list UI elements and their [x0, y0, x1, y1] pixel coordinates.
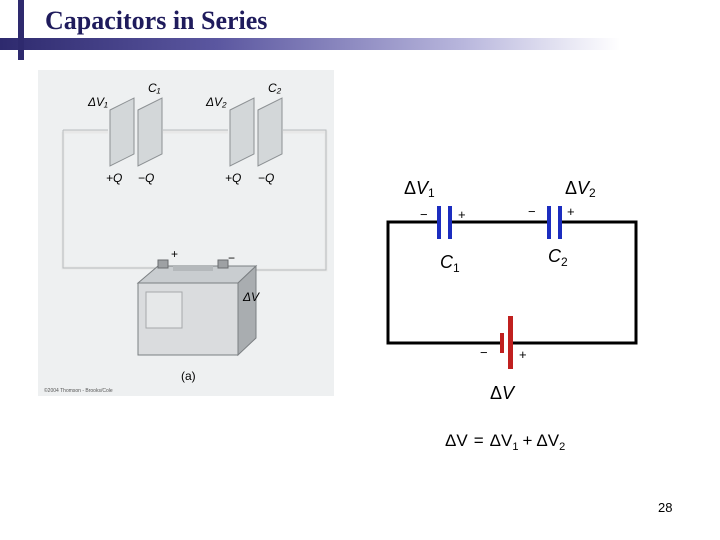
title-accent-bar: [18, 0, 24, 60]
label-dv: ΔV: [490, 383, 516, 403]
equation: ΔV=ΔV1+ΔV2: [445, 431, 565, 453]
figure-label-c1: C₁: [148, 81, 161, 95]
battery: [500, 316, 513, 369]
figure-label-dv1: ΔV₁: [87, 95, 108, 109]
figure-capacitor-c1: [109, 97, 163, 167]
title-underline: [0, 38, 620, 50]
figure-label-plus-q-1: +Q: [106, 171, 122, 185]
figure-label-plus-q-2: +Q: [225, 171, 241, 185]
label-dv1: ΔV1: [404, 178, 435, 200]
figure-battery-plus: +: [171, 247, 178, 261]
page-number: 28: [658, 500, 673, 515]
c1-plus-sign: +: [458, 207, 466, 222]
label-c1: C1: [440, 252, 460, 275]
figure-label-minus-q-1: −Q: [138, 171, 154, 185]
figure-copyright: ©2004 Thomson - Brooks/Cole: [44, 387, 113, 394]
figure-capacitor-c2: [229, 97, 283, 167]
figure-label-minus-q-2: −Q: [258, 171, 274, 185]
label-dv2: ΔV2: [565, 178, 596, 200]
battery-plus-sign: +: [519, 347, 527, 362]
capacitor-c1: [437, 206, 452, 239]
label-c2: C2: [548, 246, 568, 269]
c2-minus-sign: −: [528, 204, 536, 219]
figure-battery-minus: −: [228, 251, 235, 265]
figure-label-c2: C₂: [268, 81, 282, 95]
c2-plus-sign: +: [567, 204, 575, 219]
slide-title: Capacitors in Series: [45, 6, 268, 35]
capacitor-c2: [547, 206, 562, 239]
c1-minus-sign: −: [420, 207, 428, 222]
circuit-wires: [386, 220, 638, 345]
battery-minus-sign: −: [480, 345, 488, 360]
textbook-figure-svg: ΔV₁ C₁ ΔV₂ C₂ +Q −Q +Q −Q + − ΔV (a) ©20…: [44, 81, 328, 394]
title-bar: Capacitors in Series: [0, 0, 720, 62]
textbook-figure: ΔV₁ C₁ ΔV₂ C₂ +Q −Q +Q −Q + − ΔV (a) ©20…: [38, 70, 334, 396]
figure-label-dv2: ΔV₂: [205, 95, 227, 109]
figure-label-dv: ΔV: [242, 290, 260, 304]
figure-battery: [136, 259, 258, 357]
figure-panel-label: (a): [181, 369, 196, 383]
